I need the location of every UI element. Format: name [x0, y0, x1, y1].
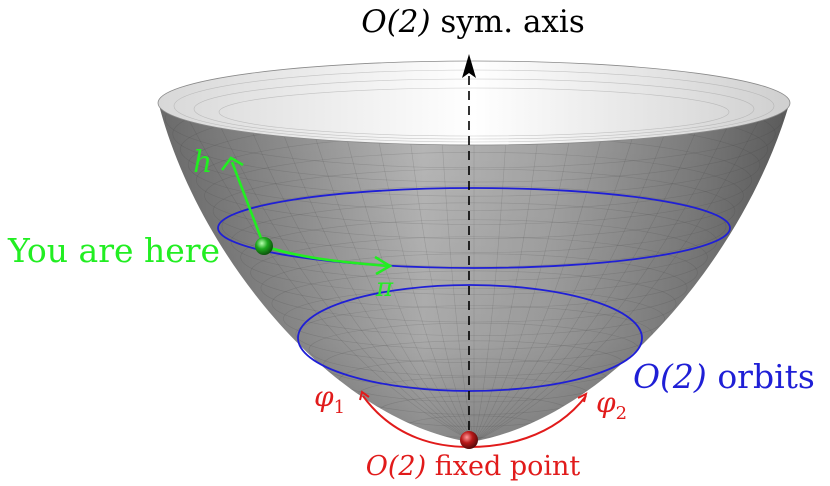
current-position-ball [255, 237, 273, 255]
pi-arrowhead-icon [374, 255, 393, 276]
phi2-label: φ2 [596, 386, 627, 424]
lower-orbit [297, 284, 643, 392]
bowl-rim [157, 60, 791, 146]
orbits-label: O(2) orbits [633, 357, 815, 396]
position-path [220, 156, 393, 276]
upper-orbit [217, 187, 731, 269]
potential-surface [157, 60, 791, 442]
phi1-arrow-icon [359, 390, 370, 401]
symmetry-axis [462, 54, 476, 430]
fixed-point-ball [460, 431, 478, 449]
h-arrowhead-icon [220, 156, 244, 171]
h-label: h [193, 145, 212, 180]
pi-label: π [375, 273, 394, 303]
you-are-here-label: You are here [7, 231, 220, 270]
fixed-point-label: O(2) fixed point [366, 451, 581, 482]
phi2-arrow-icon [577, 392, 588, 403]
phi1-label: φ1 [314, 380, 345, 418]
axis-label: O(2) sym. axis [361, 4, 585, 40]
o2-orbits [217, 187, 731, 392]
axis-arrowhead-icon [462, 54, 476, 78]
